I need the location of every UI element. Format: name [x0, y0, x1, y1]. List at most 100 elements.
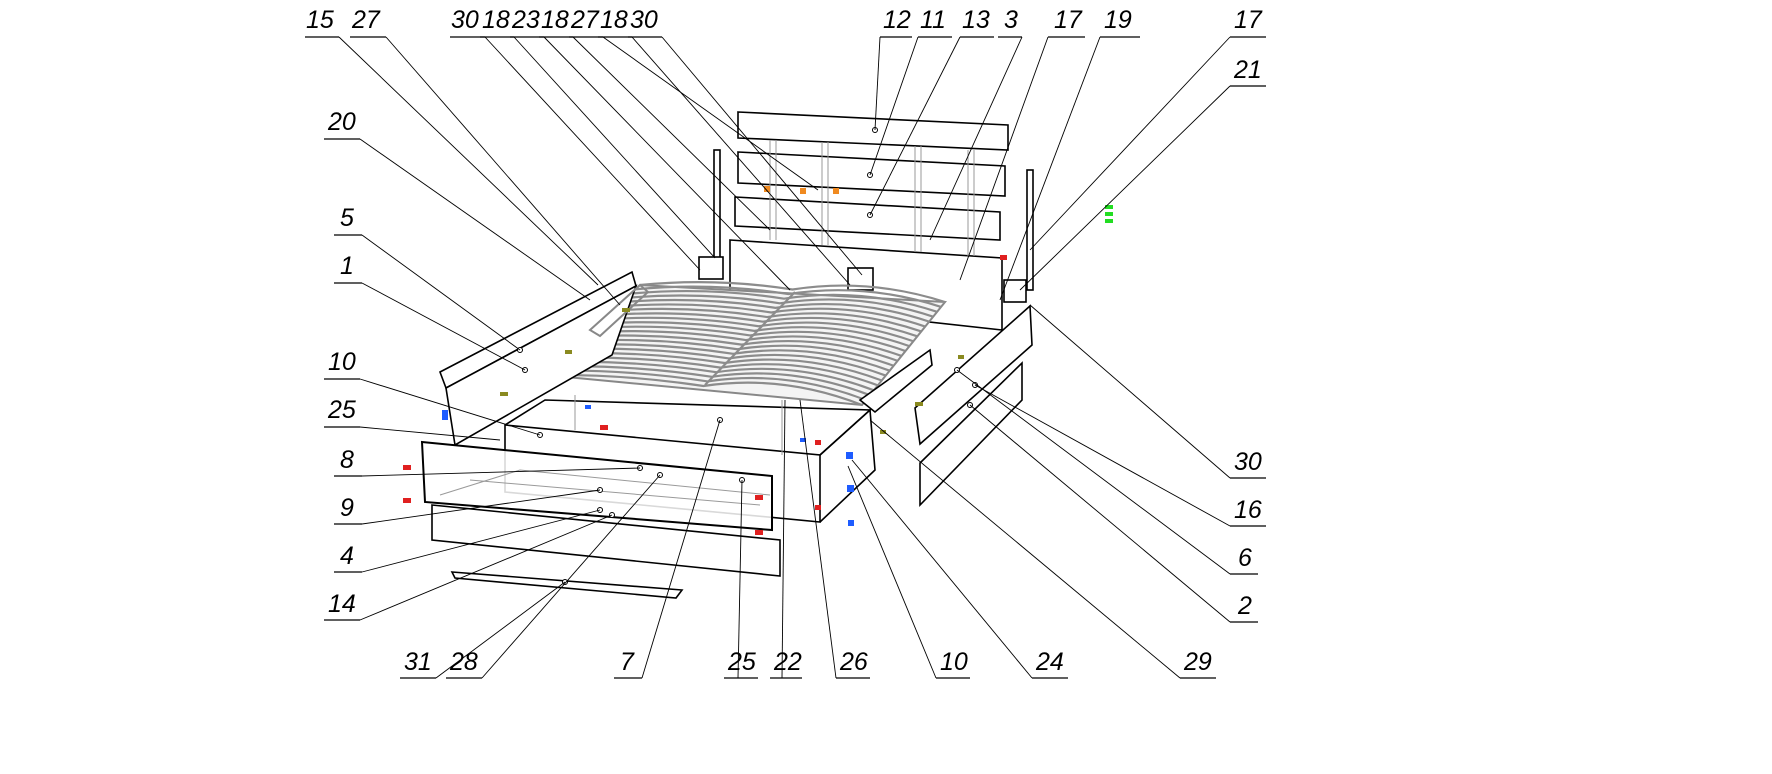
callout-18: 18 — [480, 6, 716, 259]
callout-2: 2 — [969, 404, 1258, 623]
drawer-front-panel — [420, 440, 773, 532]
callout-22: 22 — [770, 399, 802, 679]
headboard-brackets — [769, 140, 975, 256]
callout-29: 29 — [869, 419, 1216, 679]
slat — [630, 289, 938, 313]
svg-text:31: 31 — [404, 648, 432, 676]
svg-text:20: 20 — [327, 108, 356, 136]
slat — [576, 343, 891, 372]
svg-text:18: 18 — [482, 6, 510, 34]
svg-text:27: 27 — [570, 6, 600, 34]
slat — [639, 281, 946, 304]
drawer-inner — [469, 479, 761, 506]
drawer-rails — [439, 469, 771, 496]
slat — [621, 298, 930, 323]
callout-21: 21 — [1019, 56, 1266, 291]
slat — [635, 285, 942, 308]
corner-bracket-right — [1003, 279, 1027, 303]
svg-text:3: 3 — [1004, 6, 1018, 34]
svg-text:30: 30 — [1234, 448, 1262, 476]
svg-text:17: 17 — [1054, 6, 1083, 34]
svg-text:9: 9 — [340, 494, 354, 522]
slat — [572, 347, 887, 377]
callout-17: 17 — [959, 6, 1085, 281]
headboard-board-13 — [734, 196, 1001, 241]
svg-text:6: 6 — [1238, 544, 1252, 572]
svg-text:14: 14 — [328, 590, 356, 618]
callout-25: 25 — [324, 396, 501, 441]
svg-text:5: 5 — [340, 204, 354, 232]
svg-text:10: 10 — [328, 348, 356, 376]
slat — [544, 373, 863, 407]
slat — [608, 312, 918, 338]
left-post — [713, 149, 721, 273]
right-lower-panel — [919, 361, 1023, 507]
svg-text:10: 10 — [940, 648, 968, 676]
callout-1: 1 — [334, 252, 526, 371]
slat — [581, 338, 894, 367]
svg-text:12: 12 — [883, 6, 911, 34]
svg-text:2: 2 — [1237, 592, 1252, 620]
callouts-right: 17 21 30 16 6 2 — [956, 6, 1266, 623]
svg-text:27: 27 — [351, 6, 381, 34]
callout-30: 30 — [450, 6, 701, 271]
callout-28: 28 — [446, 474, 661, 679]
callout-18: 18 — [598, 6, 851, 286]
right-post — [1026, 169, 1034, 291]
callouts-bottom: 29 24 10 26 22 25 7 28 31 — [400, 399, 1216, 679]
callout-30: 30 — [1029, 304, 1266, 479]
right-side-rail — [858, 348, 933, 414]
svg-text:17: 17 — [1234, 6, 1263, 34]
callout-7: 7 — [614, 419, 721, 679]
bottom-strip — [450, 571, 684, 599]
svg-text:30: 30 — [630, 6, 658, 34]
drawer-box-side — [819, 408, 876, 523]
callout-16: 16 — [974, 384, 1266, 527]
svg-text:19: 19 — [1104, 6, 1132, 34]
hardware-marks — [403, 186, 1007, 535]
callout-9: 9 — [334, 489, 601, 525]
callout-14: 14 — [324, 514, 613, 621]
corner-bracket-left — [698, 256, 724, 280]
callout-23: 23 — [510, 6, 791, 291]
slat — [594, 325, 906, 353]
svg-text:29: 29 — [1183, 648, 1212, 676]
svg-text:25: 25 — [327, 396, 356, 424]
svg-text:18: 18 — [541, 6, 569, 34]
slat — [585, 334, 898, 362]
svg-text:26: 26 — [839, 648, 868, 676]
slat — [612, 307, 922, 333]
slat — [590, 330, 902, 357]
callout-19: 19 — [999, 6, 1140, 301]
svg-text:7: 7 — [620, 648, 635, 676]
callout-30: 30 — [628, 6, 863, 276]
callout-6: 6 — [956, 369, 1258, 575]
callouts-top: 15 27 30 18 23 18 27 18 30 12 11 13 3 17… — [305, 6, 1140, 306]
svg-text:13: 13 — [962, 6, 990, 34]
svg-text:28: 28 — [449, 648, 478, 676]
slat — [567, 352, 883, 382]
callout-11: 11 — [869, 6, 952, 176]
drawer-base-board — [431, 504, 781, 577]
callout-4: 4 — [334, 509, 601, 573]
bed-drawing — [403, 111, 1113, 599]
slat — [599, 321, 910, 348]
callout-18: 18 — [539, 6, 771, 231]
svg-text:24: 24 — [1035, 648, 1064, 676]
left-side-panel-face — [445, 284, 638, 447]
callout-8: 8 — [334, 446, 641, 477]
callout-20: 20 — [324, 108, 591, 301]
callout-15: 15 — [305, 6, 599, 286]
right-side-panel — [914, 304, 1033, 446]
callout-25: 25 — [724, 479, 758, 679]
svg-text:11: 11 — [920, 6, 946, 34]
callout-10: 10 — [324, 348, 541, 436]
callout-13: 13 — [869, 6, 994, 216]
svg-text:23: 23 — [511, 6, 540, 34]
reference-dots — [517, 127, 978, 585]
callout-3: 3 — [929, 6, 1023, 241]
slat — [617, 303, 926, 328]
svg-text:16: 16 — [1234, 496, 1262, 524]
svg-text:25: 25 — [727, 648, 756, 676]
